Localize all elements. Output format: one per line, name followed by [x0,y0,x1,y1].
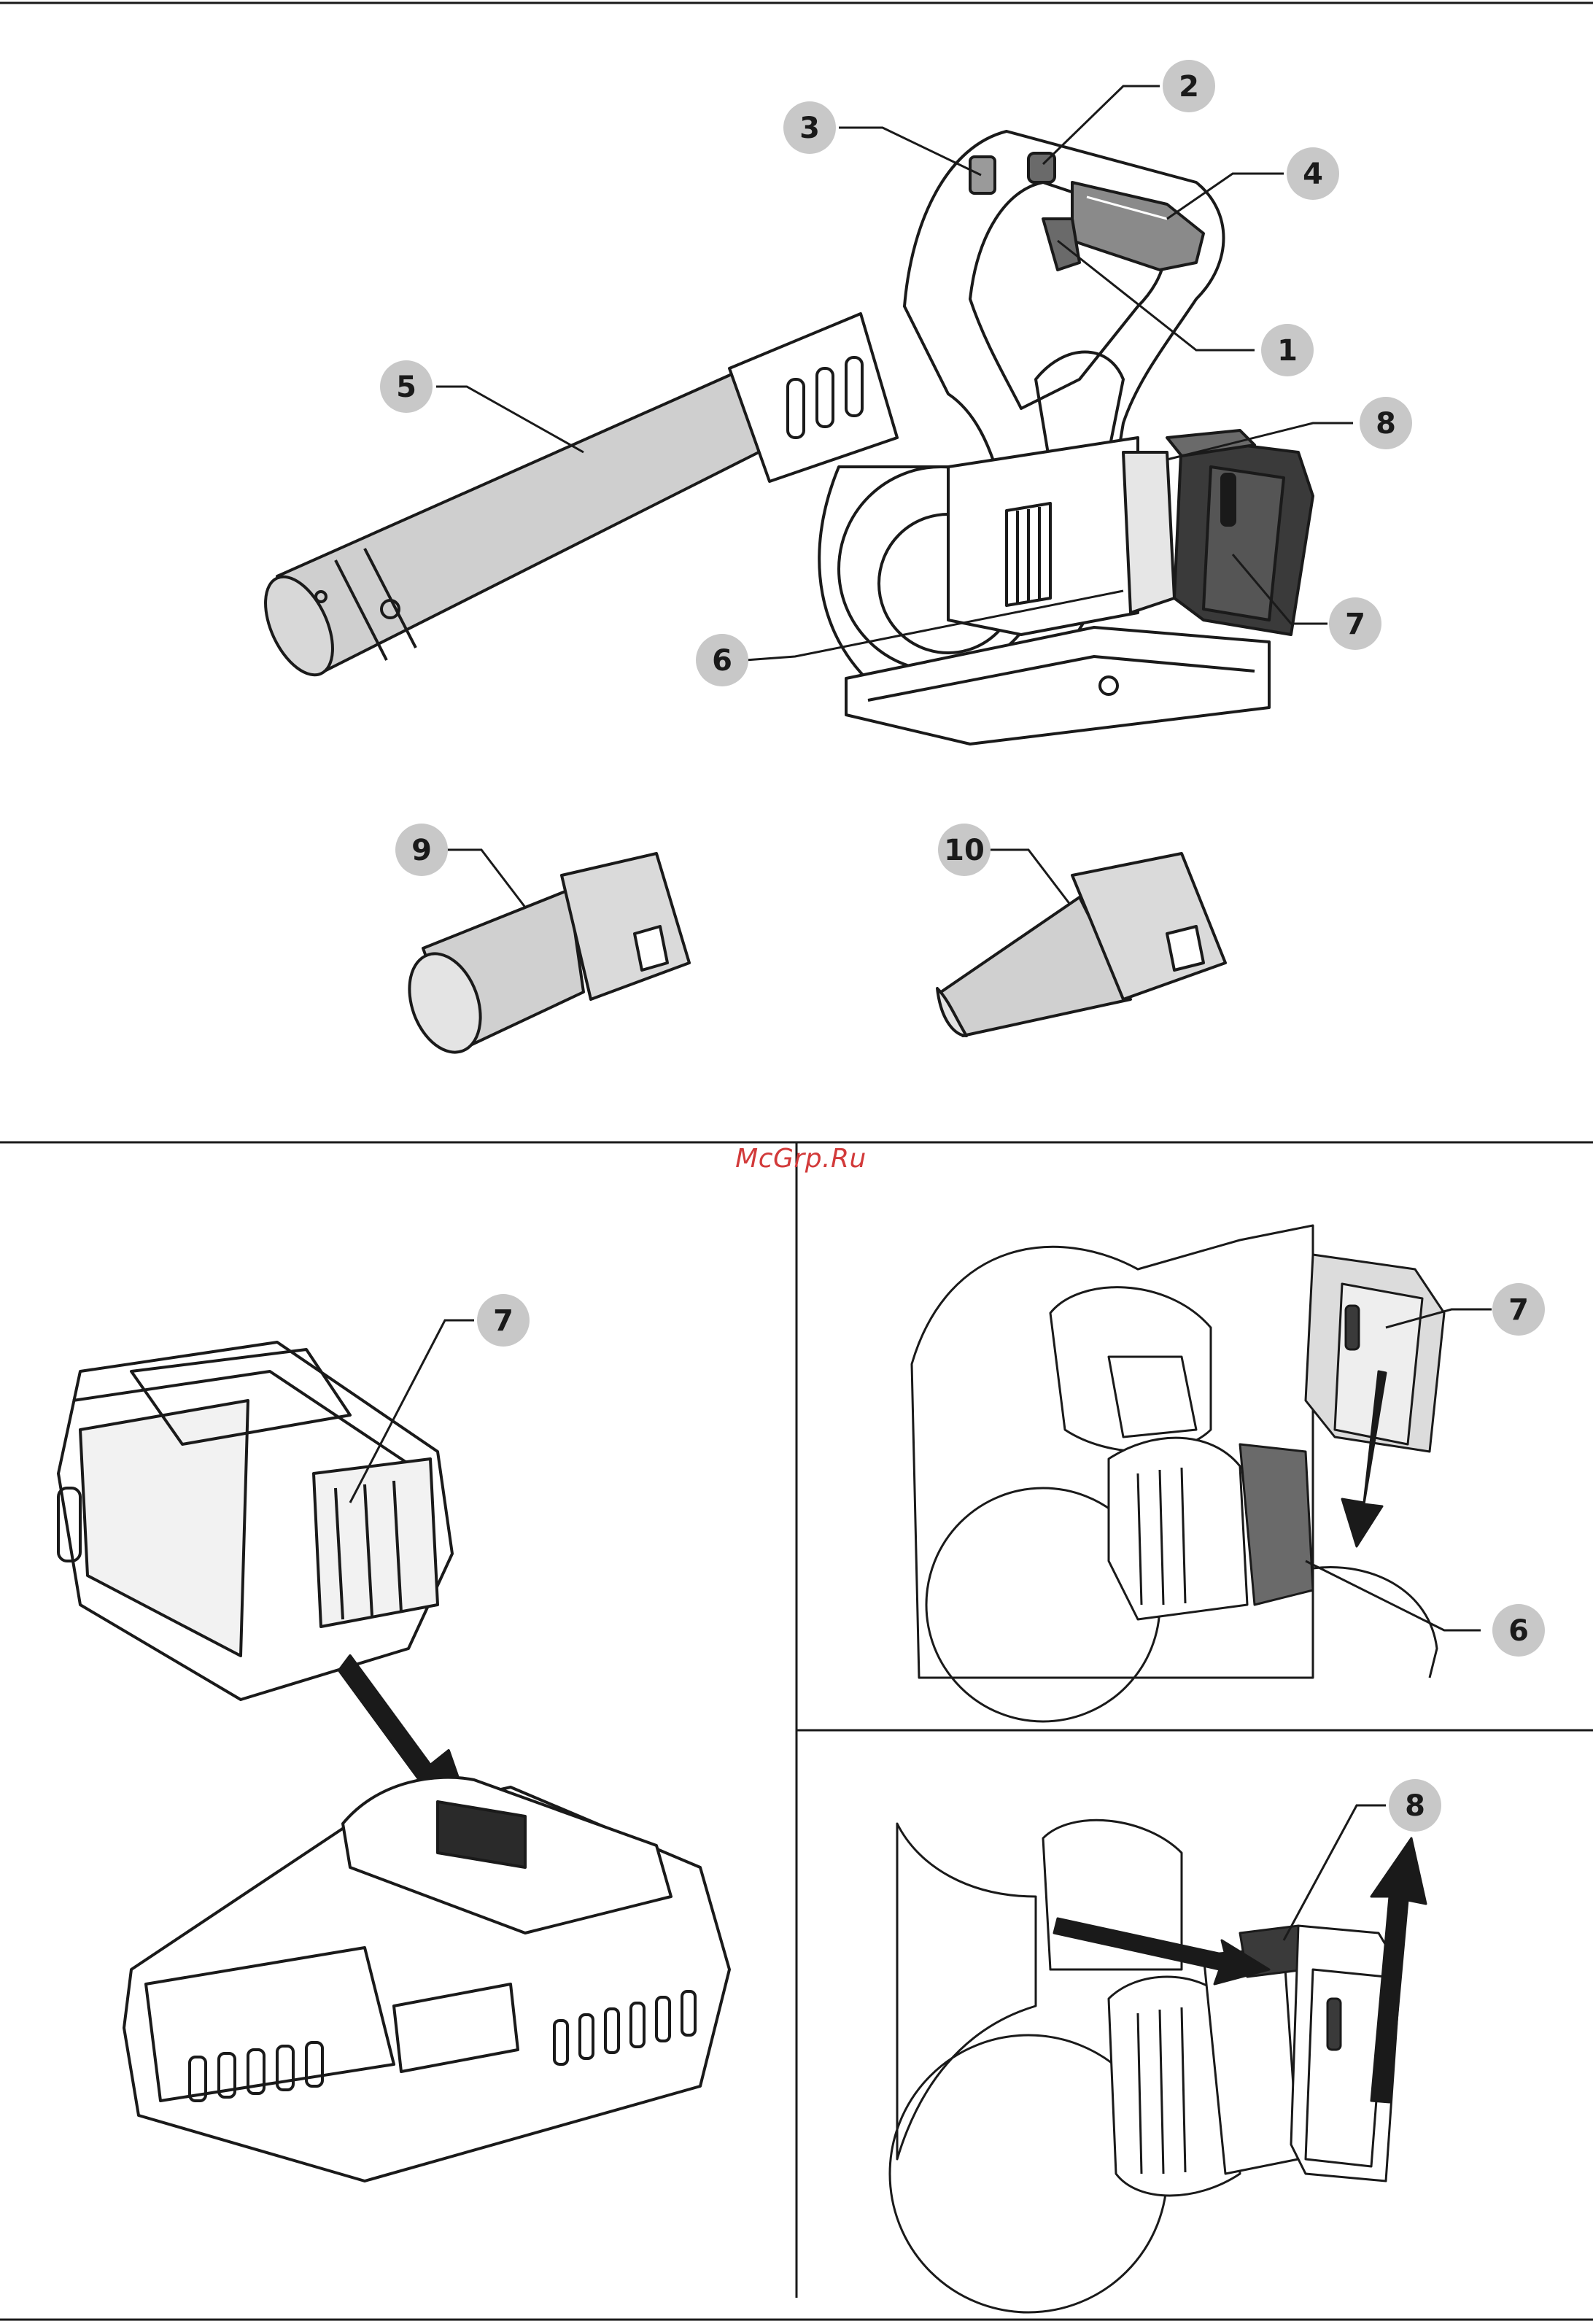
callout-6: 6 [696,634,748,686]
callout-5: 5 [380,360,433,413]
callout-8-remove: 8 [1284,1779,1441,1940]
callout-4: 4 [1287,147,1339,200]
figure-battery-remove [890,1820,1426,2312]
svg-text:7: 7 [493,1304,513,1338]
svg-text:4: 4 [1303,158,1323,191]
figure-battery-charging [58,1342,729,2181]
blow-tube [277,372,773,671]
callout-8: 8 [1360,397,1412,449]
svg-text:10: 10 [944,834,985,867]
callout-3: 3 [783,101,836,154]
svg-text:6: 6 [1508,1614,1529,1648]
callout-10: 10 [938,824,991,876]
callout-9: 9 [395,824,448,876]
callout-6-install: 6 [1492,1604,1545,1657]
svg-text:7: 7 [1345,608,1365,641]
svg-text:9: 9 [411,834,432,867]
svg-text:6: 6 [712,644,732,678]
callout-2: 2 [1163,60,1215,112]
svg-text:2: 2 [1179,70,1199,104]
nozzle-round [397,853,689,1062]
svg-text:5: 5 [396,371,416,404]
figure-blower-overview [252,131,1313,744]
figure-battery-install [912,1225,1444,1721]
svg-text:7: 7 [1508,1293,1529,1327]
speed-dial [970,157,995,193]
callout-7-install: 7 [1492,1283,1545,1336]
push-arrow [1054,1918,1269,1984]
callout-7: 7 [1329,597,1381,650]
nozzle-flat [937,853,1225,1036]
watermark-text: McGrp.Ru [728,1144,874,1174]
svg-text:1: 1 [1277,334,1298,368]
callout-1: 1 [1261,324,1314,376]
svg-text:8: 8 [1405,1789,1425,1823]
battery-receptacle [948,438,1138,635]
svg-text:3: 3 [799,112,820,145]
svg-text:8: 8 [1376,407,1396,441]
